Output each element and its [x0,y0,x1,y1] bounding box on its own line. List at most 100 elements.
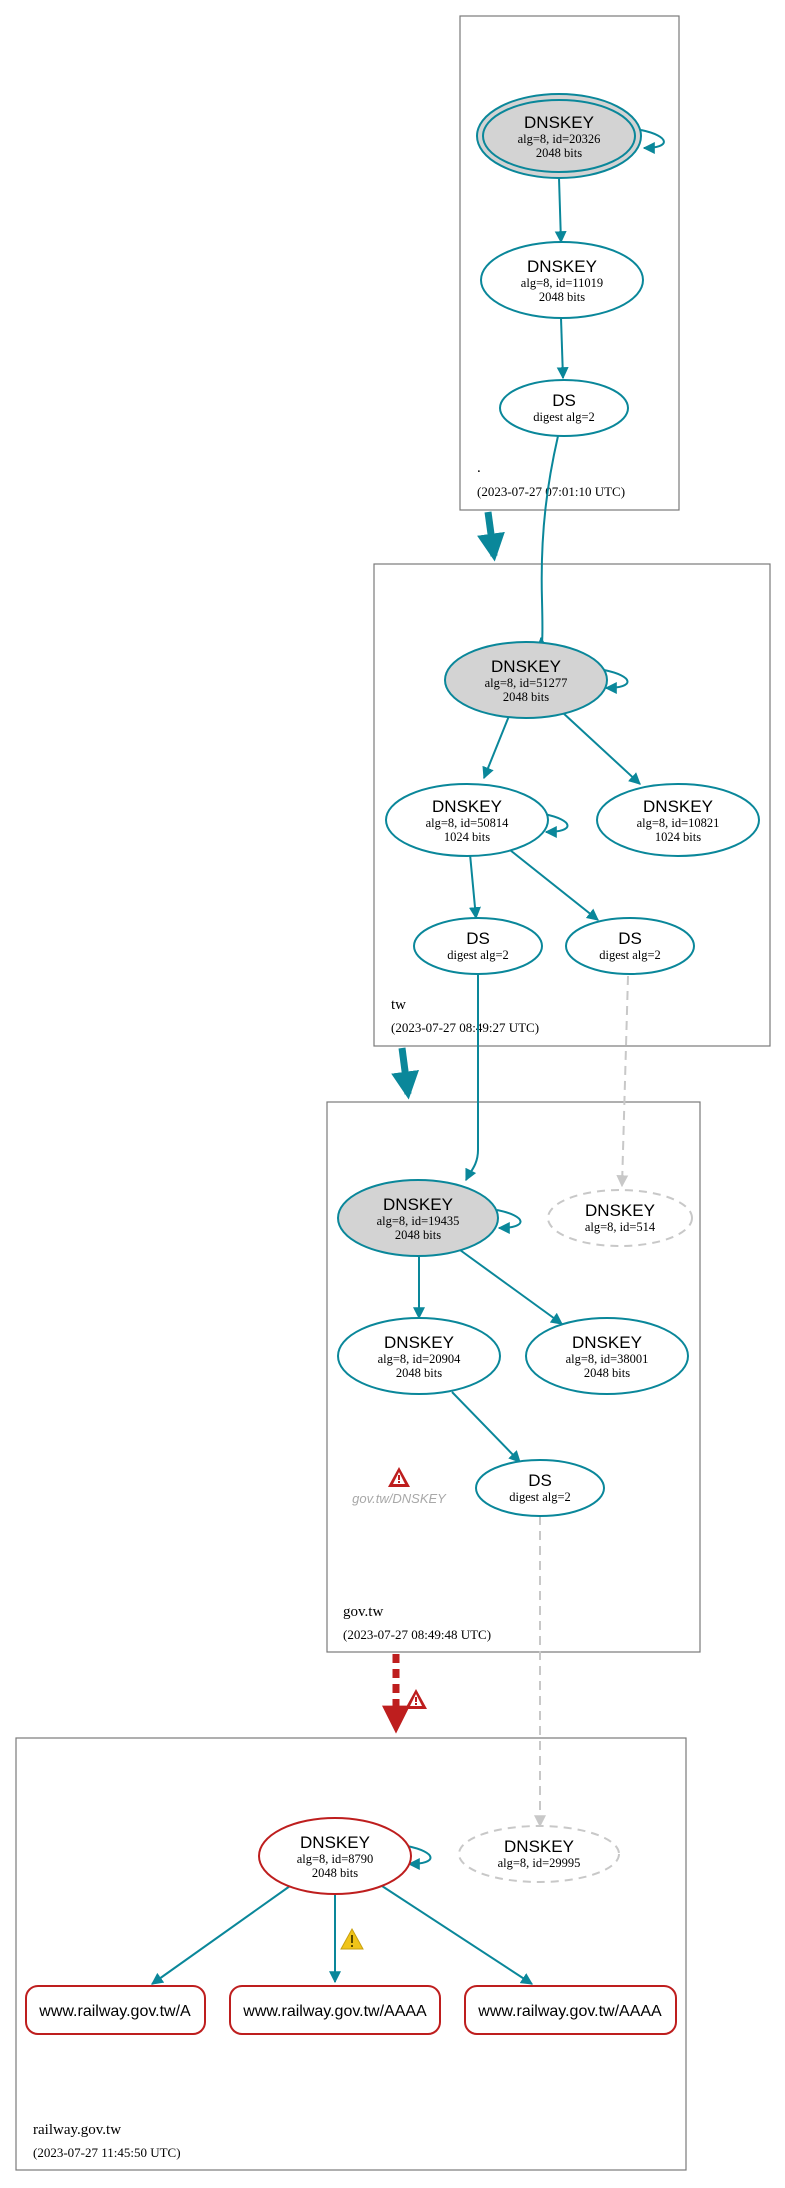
zone-gov-tw-time: (2023-07-27 08:49:48 UTC) [343,1627,491,1642]
node-title: DNSKEY [432,797,502,816]
node-line2: 2048 bits [396,1366,442,1380]
rr-label: www.railway.gov.tw/AAAA [477,2003,662,2020]
zone-root-time: (2023-07-27 07:01:10 UTC) [477,484,625,499]
edge-gov-zsk1-ds [451,1391,521,1463]
node-line1: alg=8, id=11019 [521,276,603,290]
node-tw-ds2[interactable]: DS digest alg=2 [565,917,695,975]
gov-dnskey-error-label: gov.tw/DNSKEY [352,1491,447,1506]
node-title: DNSKEY [527,257,597,276]
zone-railway-gov-tw: railway.gov.tw (2023-07-27 11:45:50 UTC) [15,1737,687,2171]
node-gov-ds[interactable]: DS digest alg=2 [475,1459,605,1517]
warning-triangle-icon[interactable] [340,1927,364,1950]
rr-node-aaaa-2[interactable]: www.railway.gov.tw/AAAA [464,1985,677,2035]
delegation-arrow-root-tw [477,511,505,562]
node-line2: 2048 bits [395,1228,441,1242]
rr-label: www.railway.gov.tw/AAAA [242,2003,427,2020]
node-title: DNSKEY [383,1195,453,1214]
node-line1: alg=8, id=29995 [498,1856,581,1870]
node-line1: alg=8, id=20326 [518,132,601,146]
edge-gov-ksk-self [496,1209,522,1234]
zone-railway-time: (2023-07-27 11:45:50 UTC) [33,2145,181,2160]
edge-tw-ksk-zsk2 [561,711,641,785]
node-line1: digest alg=2 [533,410,595,424]
node-line1: alg=8, id=19435 [377,1214,460,1228]
delegation-arrow-tw-gov [391,1047,419,1100]
error-triangle-icon [388,1467,410,1487]
edge-tw-ksk-zsk1 [482,715,510,780]
node-line1: alg=8, id=38001 [566,1352,649,1366]
node-line2: 2048 bits [536,146,582,160]
node-rail-key[interactable]: DNSKEY alg=8, id=8790 2048 bits [258,1817,412,1895]
node-title: DS [528,1471,552,1490]
node-line1: alg=8, id=10821 [637,816,720,830]
zone-tw: tw (2023-07-27 08:49:27 UTC) [373,563,771,1047]
zone-gov-tw-name: gov.tw [343,1604,383,1620]
node-tw-zsk2[interactable]: DNSKEY alg=8, id=10821 1024 bits [596,783,760,857]
zone-tw-box [373,563,771,1047]
node-line1: digest alg=2 [599,948,661,962]
node-title: DNSKEY [524,113,594,132]
node-line2: 2048 bits [539,290,585,304]
node-line2: 1024 bits [444,830,490,844]
zone-root-box [459,15,680,511]
zone-tw-time: (2023-07-27 08:49:27 UTC) [391,1020,539,1035]
edge-root-zsk-ds [556,317,569,380]
node-tw-ksk[interactable]: DNSKEY alg=8, id=51277 2048 bits [444,641,608,719]
node-title: DNSKEY [504,1837,574,1856]
edge-tw-ds1-gov-ksk [465,974,480,1182]
edge-rail-key-self [406,1845,432,1870]
node-tw-ds1[interactable]: DS digest alg=2 [413,917,543,975]
delegation-error-triangle-icon[interactable] [405,1689,427,1709]
node-title: DNSKEY [585,1201,655,1220]
node-title: DNSKEY [491,657,561,676]
rr-node-aaaa-1[interactable]: www.railway.gov.tw/AAAA [229,1985,441,2035]
edge-rail-key-rr-a [151,1885,291,1985]
zone-gov-tw-box [326,1101,701,1653]
node-title: DNSKEY [384,1333,454,1352]
node-line1: alg=8, id=20904 [378,1352,462,1366]
node-line2: 2048 bits [503,690,549,704]
node-root-ksk[interactable]: DNSKEY alg=8, id=20326 2048 bits [476,93,642,179]
node-title: DS [552,391,576,410]
edge-root-ksk-zsk [554,177,567,244]
node-line1: digest alg=2 [509,1490,571,1504]
zone-gov-tw: gov.tw (2023-07-27 08:49:48 UTC) [326,1101,701,1653]
node-line1: alg=8, id=51277 [485,676,568,690]
node-title: DNSKEY [572,1333,642,1352]
edge-tw-ksk-self [603,669,629,694]
zone-tw-name: tw [391,997,406,1013]
node-line2: 2048 bits [312,1866,358,1880]
gov-dnskey-error[interactable]: gov.tw/DNSKEY [352,1467,447,1506]
edge-rail-key-rr-aaaa2 [381,1885,534,1985]
node-gov-zsk2[interactable]: DNSKEY alg=8, id=38001 2048 bits [525,1317,689,1395]
node-root-ds[interactable]: DS digest alg=2 [499,379,629,437]
edge-gov-ksk-zsk2 [459,1249,563,1325]
node-root-ksk-inner [482,99,636,173]
node-line1: digest alg=2 [447,948,509,962]
node-tw-zsk1[interactable]: DNSKEY alg=8, id=50814 1024 bits [385,783,549,857]
rr-label: www.railway.gov.tw/A [38,2003,191,2020]
edge-tw-zsk1-ds2 [509,849,599,921]
node-title: DNSKEY [643,797,713,816]
node-title: DNSKEY [300,1833,370,1852]
zone-railway-box [15,1737,687,2171]
node-title: DS [466,929,490,948]
node-line2: 1024 bits [655,830,701,844]
zone-root-name: . [477,460,481,476]
node-root-zsk[interactable]: DNSKEY alg=8, id=11019 2048 bits [480,241,644,319]
edge-root-ksk-self [640,129,665,154]
node-line2: 2048 bits [584,1366,630,1380]
zone-railway-name: railway.gov.tw [33,2122,121,2138]
edge-tw-zsk1-ds1 [469,853,481,920]
node-gov-missing-key[interactable]: DNSKEY alg=8, id=514 [547,1189,693,1247]
node-title: DS [618,929,642,948]
node-gov-ksk[interactable]: DNSKEY alg=8, id=19435 2048 bits [337,1179,499,1257]
node-rail-missing-key[interactable]: DNSKEY alg=8, id=29995 [458,1825,620,1883]
edge-root-ds-tw-ksk [535,435,559,650]
node-gov-zsk1[interactable]: DNSKEY alg=8, id=20904 2048 bits [337,1317,501,1395]
node-line1: alg=8, id=8790 [297,1852,374,1866]
rr-node-a[interactable]: www.railway.gov.tw/A [25,1985,206,2035]
node-line1: alg=8, id=514 [585,1220,656,1234]
edge-tw-ds2-gov-missing [616,975,629,1188]
